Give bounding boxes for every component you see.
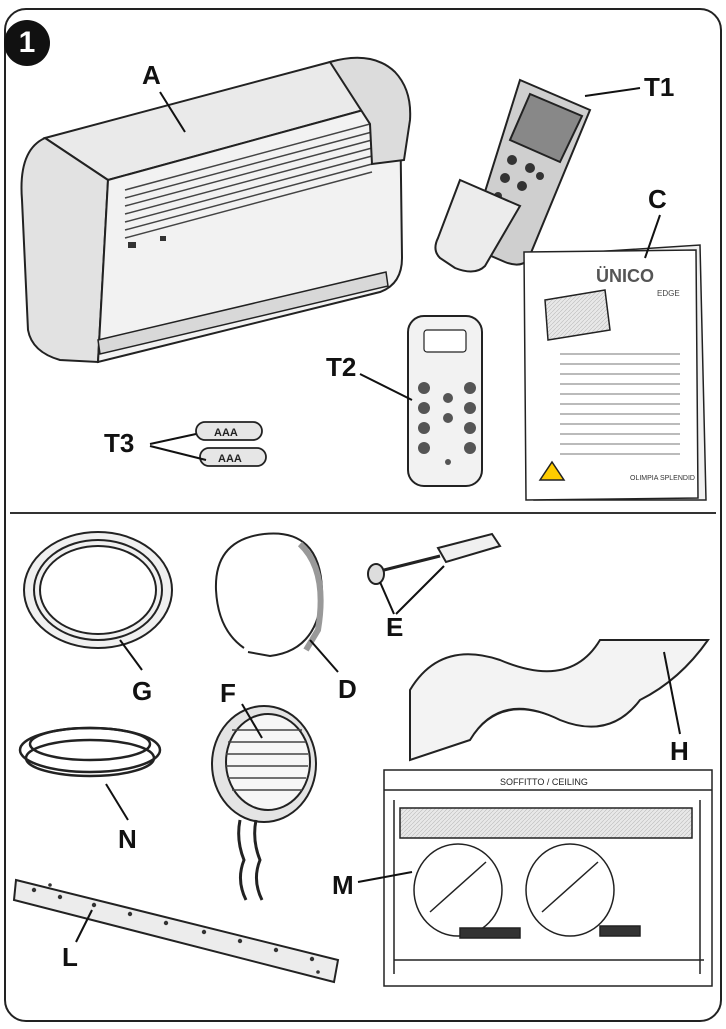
svg-text:SOFFITTO / CEILING: SOFFITTO / CEILING xyxy=(500,777,588,787)
label-T2: T2 xyxy=(326,352,357,382)
air-conditioner-unit xyxy=(20,56,412,364)
label-T1: T1 xyxy=(644,72,675,102)
mounting-bracket xyxy=(12,878,340,984)
label-L: L xyxy=(62,942,78,972)
label-G: G xyxy=(132,676,153,706)
figure-number-badge: 1 xyxy=(4,20,50,66)
screw-and-plug xyxy=(367,532,502,585)
exhaust-grille xyxy=(211,705,317,901)
user-manual: ÜNICO EDGE OLIMPIA SPLENDID xyxy=(523,244,707,501)
label-H: H xyxy=(670,736,689,766)
section-divider xyxy=(10,512,716,514)
strap-ring xyxy=(214,532,324,658)
figure-frame xyxy=(4,8,722,1022)
svg-text:OLIMPIA SPLENDID: OLIMPIA SPLENDID xyxy=(630,475,695,482)
svg-text:AAA: AAA xyxy=(214,427,238,439)
label-N: N xyxy=(118,824,137,854)
insulation-sheet xyxy=(409,639,710,762)
wall-remote-holder xyxy=(434,78,592,273)
label-A: A xyxy=(142,60,161,90)
handheld-remote xyxy=(407,315,483,487)
leader-lines xyxy=(75,87,681,943)
drilling-template: SOFFITTO / CEILING xyxy=(383,769,713,987)
label-F: F xyxy=(220,678,236,708)
svg-text:AAA: AAA xyxy=(218,453,242,465)
label-T3: T3 xyxy=(104,428,135,458)
label-D: D xyxy=(338,674,357,704)
coiled-tube xyxy=(18,726,162,778)
label-E: E xyxy=(386,612,404,642)
svg-text:EDGE: EDGE xyxy=(657,289,680,298)
label-M: M xyxy=(332,870,354,900)
svg-text:ÜNICO: ÜNICO xyxy=(596,266,654,286)
batteries: AAA AAA xyxy=(195,421,267,467)
label-C: C xyxy=(648,184,667,214)
gasket-ring xyxy=(23,531,173,649)
